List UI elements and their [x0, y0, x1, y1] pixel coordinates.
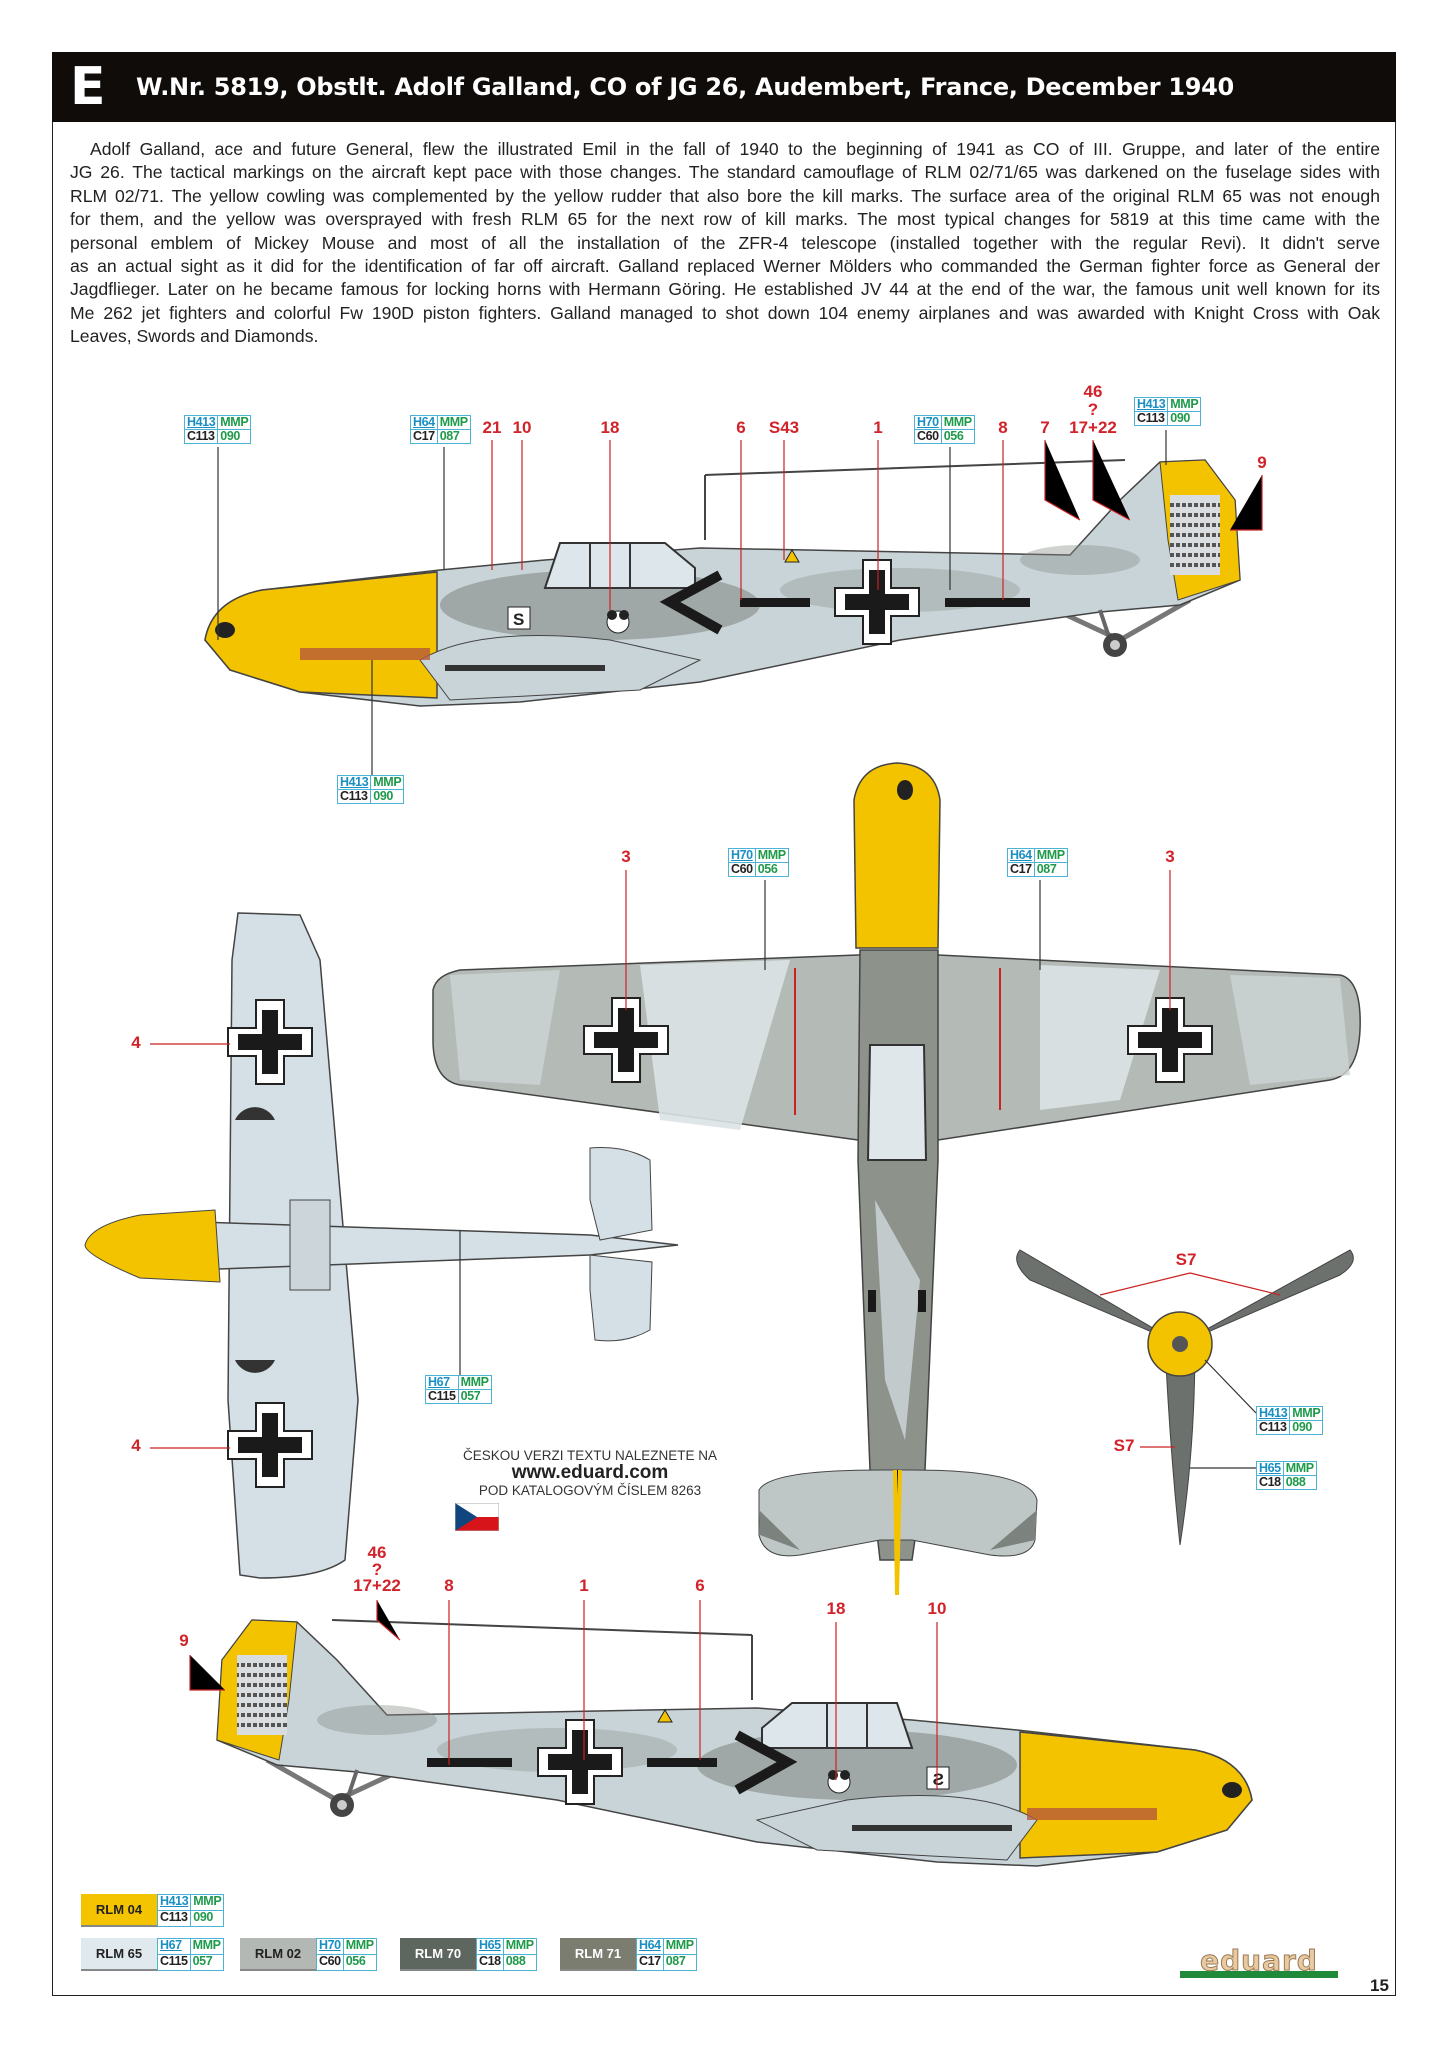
swatch-rlm02: RLM 02	[240, 1938, 316, 1971]
callout-number: 6	[736, 418, 746, 437]
callout-number: S7	[1175, 1250, 1197, 1269]
callout-number: 17+22	[1069, 418, 1117, 437]
description-line: personal emblem of Mickey Mouse and most…	[70, 232, 1380, 253]
callout-number: 1	[579, 1576, 589, 1595]
callout-number: 8	[444, 1576, 454, 1595]
bottom-view	[84, 912, 679, 1579]
page-number: 15	[1370, 1976, 1389, 1995]
eduard-logo: eduard	[1180, 1944, 1338, 1978]
description-text: Adolf Galland, ace and future General, f…	[70, 138, 1380, 349]
profile-header: E W.Nr. 5819, Obstlt. Adolf Galland, CO …	[52, 52, 1396, 122]
callout-number: 18	[826, 1599, 846, 1618]
swatch-rlm65: RLM 65	[81, 1938, 157, 1971]
side-view-right	[217, 1620, 1252, 1866]
callout-number: S7	[1113, 1436, 1135, 1455]
callout-number: 9	[179, 1631, 189, 1650]
description-line: Me 262 jet fighters and colorful Fw 190D…	[70, 302, 1380, 323]
callout-lines	[150, 440, 1281, 1790]
czech-version-note: ČESKOU VERZI TEXTU NALEZNETE NA www.edua…	[450, 1448, 730, 1498]
swatch-rlm04: RLM 04	[81, 1894, 157, 1927]
callout-number: 3	[621, 847, 631, 866]
description-line: for them, and the yellow was oversprayed…	[70, 209, 1380, 230]
description-line: Leaves, Swords and Diamonds.	[70, 326, 319, 347]
callout-number: 4	[131, 1033, 141, 1052]
callout-number: 7	[1040, 418, 1050, 437]
swatch-rlm70: RLM 70	[400, 1938, 476, 1971]
callout-number: 10	[927, 1599, 947, 1618]
profile-letter: E	[70, 57, 106, 117]
callout-number: 17+22	[353, 1576, 401, 1595]
czech-note-line2: POD KATALOGOVÝM ČÍSLEM 8263	[478, 1483, 702, 1498]
side-view-left	[205, 460, 1240, 706]
callout-number: 8	[998, 418, 1008, 437]
callout-number: 6	[695, 1576, 705, 1595]
callout-number: 18	[600, 418, 620, 437]
callout-number: ?	[1087, 400, 1099, 419]
callout-number: 46	[1083, 382, 1103, 401]
profile-title: W.Nr. 5819, Obstlt. Adolf Galland, CO of…	[136, 73, 1234, 101]
propeller-view	[1016, 1249, 1354, 1546]
callout-number: S43	[768, 418, 800, 437]
description-line: Adolf Galland, ace and future General, f…	[90, 139, 1380, 159]
callout-number: 1	[873, 418, 883, 437]
callout-number: 46	[367, 1543, 387, 1562]
callout-number: 10	[512, 418, 532, 437]
description-line: as an actual sight as it did for the ide…	[70, 256, 1380, 277]
paint-leader-lines	[217, 430, 1257, 1469]
czech-flag-icon	[455, 1503, 499, 1531]
callout-number: 21	[482, 418, 502, 437]
callout-number: 9	[1257, 453, 1267, 472]
description-line: Jagdflieger. Later on he became famous f…	[70, 279, 1380, 300]
top-view	[432, 762, 1361, 1596]
callout-number: ?	[371, 1560, 383, 1579]
eduard-website-link[interactable]: www.eduard.com	[511, 1462, 669, 1483]
swatch-rlm71: RLM 71	[560, 1938, 636, 1971]
czech-note-line1: ČESKOU VERZI TEXTU NALEZNETE NA	[462, 1448, 718, 1463]
description-line: RLM 02/71. The yellow cowling was comple…	[70, 185, 1380, 206]
callout-number: 4	[131, 1436, 141, 1455]
callout-number: 3	[1165, 847, 1175, 866]
description-line: JG 26. The tactical markings on the airc…	[70, 162, 1380, 183]
